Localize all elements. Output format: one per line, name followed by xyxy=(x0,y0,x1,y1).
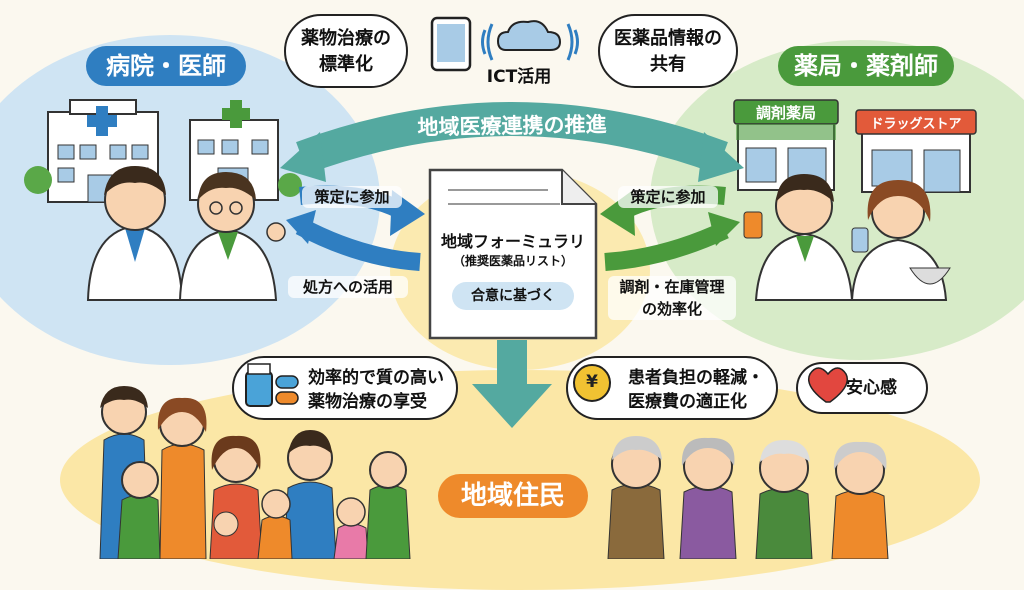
residents-title: 地域住民 xyxy=(438,474,588,518)
bubble-standardization-line2: 標準化 xyxy=(319,54,373,75)
label-participate-right: 策定に参加 xyxy=(618,186,718,208)
yen-symbol-overlay: ¥ xyxy=(586,372,598,392)
doctor-figure-left xyxy=(86,166,184,301)
consensus-badge: 合意に基づく xyxy=(452,282,574,310)
cloud-icon xyxy=(496,20,562,51)
pharmacy-title: 薬局・薬剤師 xyxy=(778,46,954,86)
formulary-title: 地域フォーミュラリ xyxy=(440,232,585,251)
collaboration-double-arrow xyxy=(280,102,744,182)
collaboration-banner: 地域医療連携の推進 xyxy=(417,112,607,140)
ict-label: ICT活用 xyxy=(486,67,552,87)
wifi-waves-icon xyxy=(481,23,579,61)
bubble-quality-line2: 薬物治療の享受 xyxy=(308,392,427,412)
illustration xyxy=(24,16,977,559)
pharmacist-figure-male xyxy=(743,174,854,301)
hospital-title: 病院・医師 xyxy=(86,46,246,86)
bubble-info-sharing-line1: 医薬品情報の xyxy=(614,28,722,49)
bubble-cost-reduction: 患者負担の軽減・ 医療費の適正化 xyxy=(566,356,778,420)
bubble-quality-line1: 効率的で質の高い xyxy=(308,368,444,388)
bubble-cost-line1: 患者負担の軽減・ xyxy=(628,368,764,388)
bubble-relief: 安心感 xyxy=(796,362,928,414)
label-dispense-line1: 調剤・在庫管理 xyxy=(619,278,725,296)
bubble-relief-text: 安心感 xyxy=(846,378,897,398)
family-group xyxy=(99,386,411,559)
arrow-down-to-residents xyxy=(472,340,552,428)
dispensing-pharmacy-sign: 調剤薬局 xyxy=(755,104,816,122)
label-dispense-right: 調剤・在庫管理 の効率化 xyxy=(608,276,736,320)
drugstore-sign: ドラッグストア xyxy=(870,117,962,132)
label-dispense-line2: の効率化 xyxy=(641,300,702,318)
formulary-subtitle: （推奨医薬品リスト） xyxy=(452,254,573,268)
bubble-standardization: 薬物治療の 標準化 xyxy=(284,14,408,88)
pharmacist-figure-female xyxy=(850,180,951,301)
bubble-quality-treatment: 効率的で質の高い 薬物治療の享受 xyxy=(232,356,458,420)
label-prescribe-left: 処方への活用 xyxy=(288,276,408,298)
tablet-icon xyxy=(430,16,472,72)
bubble-info-sharing-line2: 共有 xyxy=(650,54,686,75)
arrow-dispense-right xyxy=(604,212,740,271)
bubble-cost-line2: 医療費の適正化 xyxy=(628,392,747,412)
arrow-prescribe-left xyxy=(286,210,421,271)
label-participate-left: 策定に参加 xyxy=(302,186,402,208)
bubble-info-sharing: 医薬品情報の 共有 xyxy=(598,14,738,88)
senior-group xyxy=(607,436,889,559)
doctor-figure-right xyxy=(178,172,286,301)
bubble-standardization-line1: 薬物治療の xyxy=(301,28,391,49)
dispensing-pharmacy-building xyxy=(733,99,839,191)
